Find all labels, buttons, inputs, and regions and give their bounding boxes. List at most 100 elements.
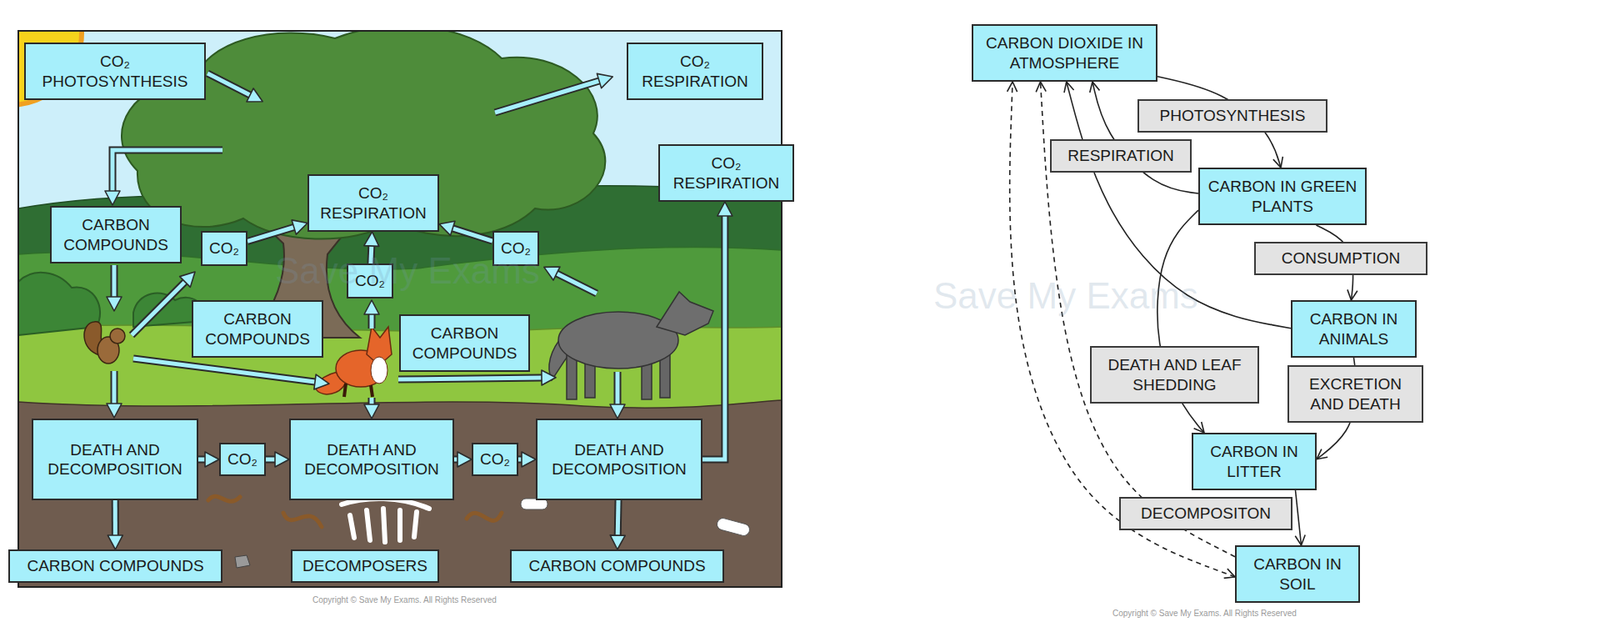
arrow-shaft [615, 500, 621, 535]
box-text: CO₂ [500, 238, 531, 258]
arrow-outline [366, 245, 375, 264]
flow-box: CO₂ RESPIRATION [307, 174, 440, 232]
box-text: CO₂ RESPIRATION [315, 183, 431, 222]
stone [235, 555, 250, 568]
arrow-shaft [113, 500, 118, 535]
flow-arrow [370, 397, 375, 405]
flow-box: CARBON COMPOUNDS [510, 549, 725, 583]
flow-box: CO₂ [346, 263, 394, 299]
arrow-outline [495, 80, 600, 113]
carbon-store-box: CARBON IN GREEN PLANTS [1198, 167, 1367, 225]
watermark: Save My Exams [933, 275, 1199, 317]
cycle-arrow [1295, 490, 1302, 545]
process-box: PHOTOSYNTHESIS [1137, 99, 1328, 133]
box-text: DEATH AND DECOMPOSITION [297, 440, 446, 479]
arrow-outline [265, 455, 275, 464]
flow-arrow [556, 273, 597, 294]
arrow-outline [614, 500, 623, 535]
box-text: CO₂ [227, 449, 258, 469]
flow-box: CO₂ [219, 442, 266, 476]
box-text: CO₂ [209, 238, 240, 258]
box-text: CARBON COMPOUNDS [407, 323, 522, 362]
box-text: CARBON COMPOUNDS [200, 309, 315, 348]
photosynthesis-arrow [207, 73, 250, 95]
flow-arrow [112, 265, 117, 297]
box-text: RESPIRATION [1067, 145, 1174, 165]
wolf-leg [566, 354, 577, 400]
arrow-outline [398, 377, 542, 380]
box-text: CARBON COMPOUNDS [26, 555, 204, 575]
flow-arrow [247, 227, 295, 242]
arrow-outline [614, 371, 622, 405]
box-text: CO₂ [355, 270, 385, 290]
copyright-note: Copyright © Save My Exams. All Rights Re… [1112, 608, 1297, 618]
process-box: EXCRETION AND DEATH [1287, 365, 1424, 423]
flow-arrow [518, 459, 522, 460]
arrow-outline [110, 370, 119, 404]
arrow-outline [518, 455, 522, 464]
box-text: DEATH AND LEAF SHEDDING [1098, 355, 1251, 394]
box-text: CONSUMPTION [1281, 248, 1401, 268]
arrow-outline [207, 73, 250, 95]
box-text: CO₂ PHOTOSYNTHESIS [32, 51, 198, 90]
box-text: CO₂ RESPIRATION [635, 51, 755, 90]
arrow-outline [702, 215, 725, 460]
flow-box: CO₂ RESPIRATION [658, 144, 795, 202]
arrow-outline [110, 265, 119, 297]
box-text: CARBON IN SOIL [1243, 554, 1352, 593]
flow-box: CO₂ RESPIRATION [626, 42, 764, 100]
box-text: CO₂ RESPIRATION [666, 153, 786, 192]
process-box: DEATH AND LEAF SHEDDING [1090, 345, 1260, 404]
process-box: CONSUMPTION [1254, 241, 1428, 275]
mid-hills [18, 246, 782, 587]
flow-arrow [265, 459, 275, 460]
illustration-frame [18, 30, 782, 587]
arrow-outline [112, 150, 223, 191]
bone [715, 516, 751, 537]
arrow-outline [111, 500, 120, 535]
carbon-store-box: CARBON IN LITTER [1191, 432, 1317, 490]
arrow-shaft [265, 457, 275, 462]
fox-chest [370, 356, 388, 384]
box-text: CARBON DIOXIDE IN ATMOSPHERE [980, 33, 1150, 72]
process-box: DECOMPOSITON [1119, 496, 1293, 530]
box-text: DEATH AND DECOMPOSITION [544, 440, 695, 479]
far-hills [18, 185, 782, 587]
flow-box: CARBON COMPOUNDS [191, 300, 324, 358]
flow-arrow [115, 500, 116, 535]
arrow-shaft [518, 457, 522, 462]
watermark: Save My Exams [275, 250, 540, 292]
soil-ground [18, 400, 782, 587]
copyright-note: Copyright © Save My Exams. All Rights Re… [312, 595, 497, 605]
arrow-outline [368, 397, 376, 405]
box-text: DECOMPOSERS [302, 555, 428, 575]
box-text: CARBON COMPOUNDS [528, 555, 705, 575]
box-text: CARBON IN ANIMALS [1299, 309, 1409, 348]
flow-arrow [702, 215, 725, 460]
box-text: CARBON COMPOUNDS [58, 215, 174, 254]
wolf-head [656, 291, 714, 335]
arrow-line [1295, 490, 1302, 545]
arrow-shaft [247, 227, 295, 242]
arrow-outline [454, 455, 458, 464]
arrow-outline [368, 314, 376, 329]
flow-arrow [133, 358, 315, 382]
box-text: CO₂ [480, 449, 510, 469]
flow-box: CO₂ PHOTOSYNTHESIS [24, 42, 206, 100]
arrow-shaft [454, 457, 458, 462]
flow-arrow [198, 459, 205, 460]
carbon-store-box: CARBON IN SOIL [1235, 545, 1360, 603]
squirrel-head [110, 328, 125, 344]
flow-box: CARBON COMPOUNDS [50, 205, 182, 264]
arrow-shaft [452, 228, 493, 241]
wolf-leg [660, 354, 670, 398]
flow-box: CARBON COMPOUNDS [8, 549, 223, 583]
arrow-shaft [702, 215, 725, 460]
flow-arrow [112, 370, 117, 404]
flow-box: DECOMPOSERS [290, 549, 440, 583]
box-text: CARBON IN LITTER [1200, 441, 1309, 480]
flow-box: CO₂ [471, 442, 519, 476]
box-text: PHOTOSYNTHESIS [1160, 105, 1306, 125]
